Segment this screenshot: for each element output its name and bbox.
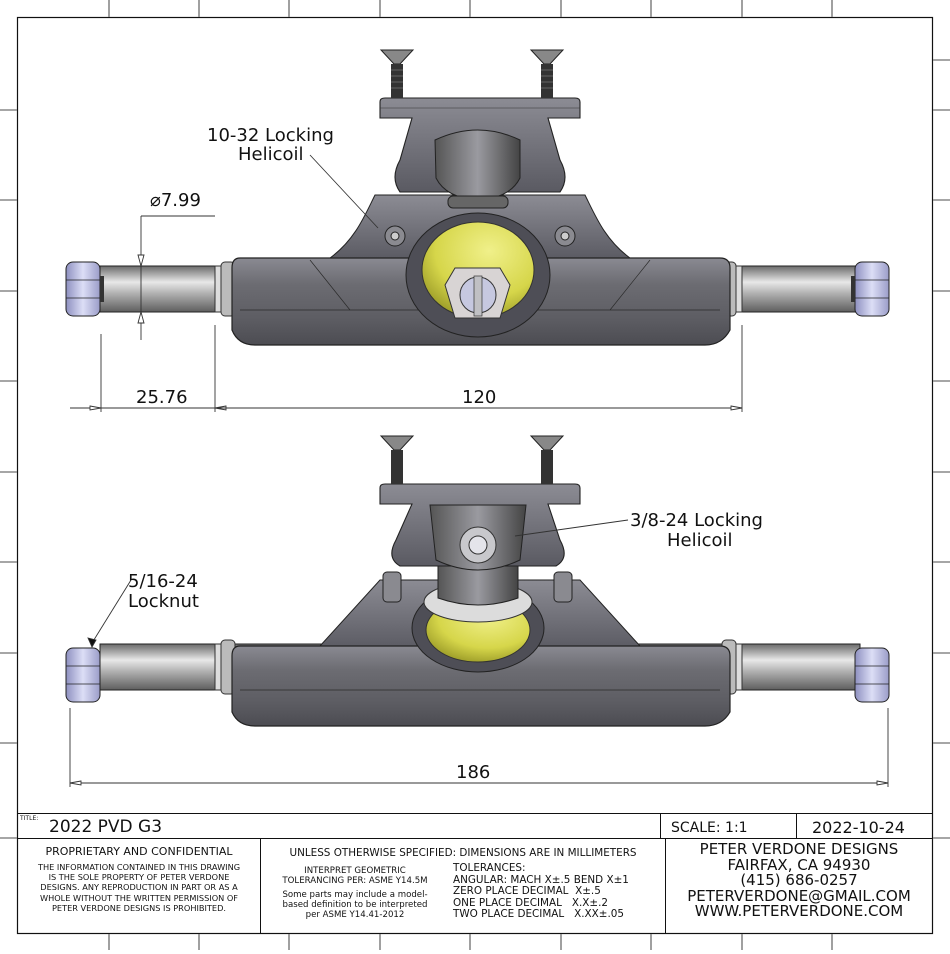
- drawing-date: 2022-10-24: [812, 818, 905, 837]
- locknut-line1: 5/16-24: [128, 571, 198, 592]
- tolerance-table: TOLERANCES: ANGULAR: MACH X±.5 BEND X±1 …: [453, 862, 629, 921]
- tolerance-row: ONE PLACE DECIMAL X.X±.2: [453, 896, 609, 909]
- axle-stub-dimension: 25.76: [136, 387, 188, 408]
- tolerance-row: ANGULAR: MACH X±.5 BEND X±1: [453, 873, 629, 886]
- specs-heading: UNLESS OTHERWISE SPECIFIED: DIMENSIONS A…: [289, 847, 637, 859]
- truck-view-top: [65, 49, 890, 346]
- diameter-dimension: ⌀7.99: [150, 190, 201, 211]
- company-email[interactable]: PETERVERDONE@GMAIL.COM: [687, 886, 911, 905]
- company-city: FAIRFAX, CA 94930: [727, 855, 871, 874]
- dimensions: [69, 154, 889, 787]
- annotations: 10-32 Locking Helicoil 3/8-24 Locking He…: [128, 125, 763, 783]
- hanger-width-dimension: 120: [462, 387, 496, 408]
- locknut-line2: Locknut: [128, 591, 199, 612]
- mounting-bolt-right-top: [529, 49, 565, 98]
- mounting-bolt-right-bottom: [529, 435, 565, 484]
- helicoil-top-line1: 10-32 Locking: [207, 125, 334, 146]
- locknut-right-top: [851, 261, 890, 317]
- company-phone: (415) 686-0257: [740, 871, 858, 889]
- helicoil-bottom-line1: 3/8-24 Locking: [630, 510, 763, 531]
- scale-value: SCALE: 1:1: [671, 820, 748, 836]
- proprietary-heading: PROPRIETARY AND CONFIDENTIAL: [45, 845, 233, 858]
- helicoil-top-line2: Helicoil: [238, 144, 304, 165]
- tolerance-row: ZERO PLACE DECIMAL X±.5: [453, 885, 601, 898]
- company-website[interactable]: WWW.PETERVERDONE.COM: [694, 902, 904, 920]
- tolerance-row: TWO PLACE DECIMAL X.XX±.05: [453, 908, 625, 921]
- mounting-bolt-left-top: [379, 49, 415, 98]
- helicoil-bottom-line2: Helicoil: [667, 530, 733, 551]
- locknut-left-bottom: [65, 647, 101, 703]
- truck-view-bottom: [65, 435, 890, 727]
- overall-width-dimension: 186: [456, 762, 490, 783]
- company-name: PETER VERDONE DESIGNS: [699, 840, 899, 858]
- locknut-right-bottom: [854, 647, 890, 703]
- title-label: TITLE:: [20, 815, 39, 822]
- gdt-note: INTERPRET GEOMETRIC TOLERANCING PER: ASM…: [282, 866, 428, 920]
- locknut-left-top: [65, 261, 104, 317]
- drawing-title: 2022 PVD G3: [49, 817, 163, 837]
- mounting-bolt-left-bottom: [379, 435, 415, 484]
- proprietary-notice: PROPRIETARY AND CONFIDENTIAL THE INFORMA…: [18, 846, 260, 913]
- company-info: PETER VERDONE DESIGNS FAIRFAX, CA 94930 …: [666, 840, 932, 920]
